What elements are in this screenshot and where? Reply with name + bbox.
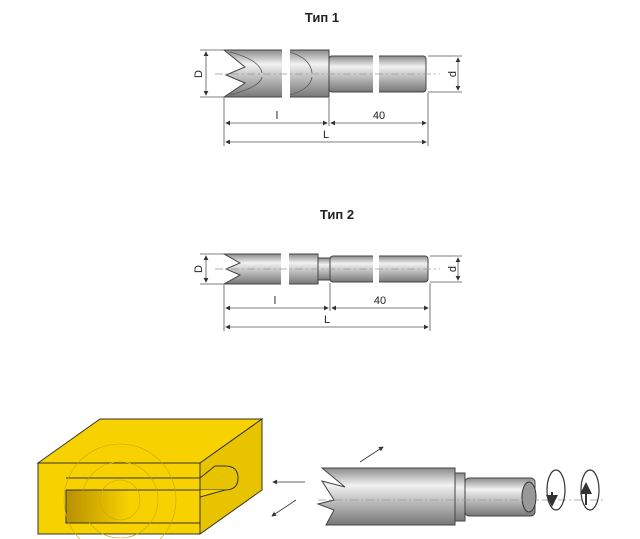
rotate-counterclockwise-icon [580,469,600,511]
type1-title: Тип 1 [305,10,339,25]
type2-D-label: D [193,265,205,273]
wood-block-illustration [36,418,264,539]
arrow-down-left-icon [271,499,297,517]
type1-d-label: d [447,71,459,77]
type1-drawing: Тип 1 D d l 40 L [193,10,462,146]
type1-shank-length: 40 [373,110,385,122]
drill-bit-illustration [316,467,605,526]
type2-shank-length: 40 [374,295,386,307]
rotate-clockwise-icon [546,469,566,511]
type1-cutting-body [222,49,330,98]
type1-l-label: l [276,110,278,122]
arrow-up-right-icon [359,446,384,463]
type2-l-label: l [274,295,276,307]
rotation-icons [546,469,600,511]
type1-L-label: L [323,129,329,141]
feed-arrows [271,446,384,517]
type2-drawing: Тип 2 D d l 40 L [193,207,462,331]
type2-L-label: L [324,314,330,326]
type2-title: Тип 2 [320,207,354,222]
type2-d-label: d [447,266,459,272]
type1-D-label: D [193,70,205,78]
